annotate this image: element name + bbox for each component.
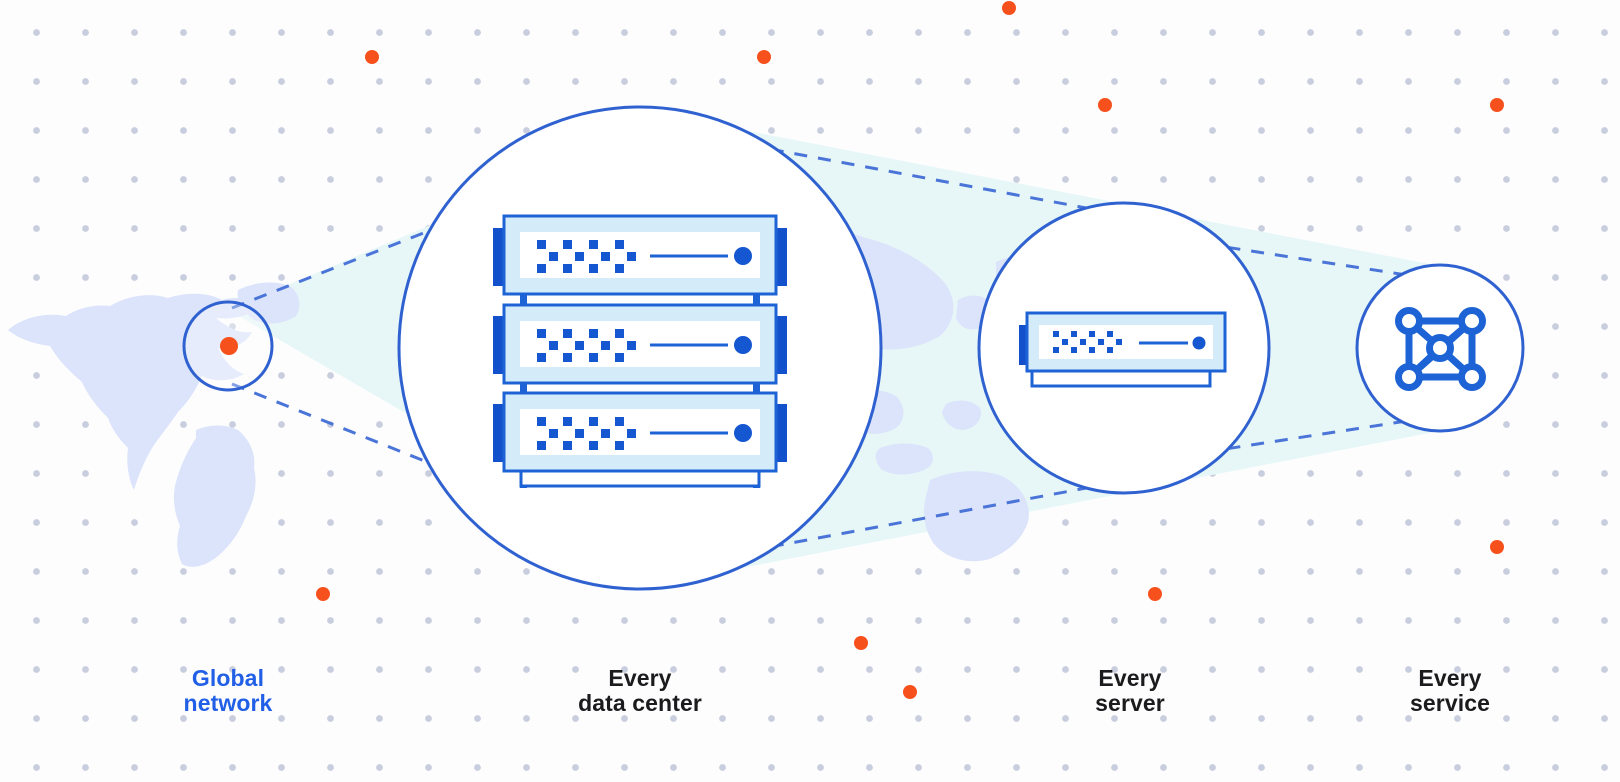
service-circle-outline [1355, 263, 1525, 433]
server-rack-icon [493, 214, 787, 488]
map-location-marker [220, 337, 238, 355]
single-server-icon [1019, 311, 1227, 388]
network-mesh-icon [1395, 307, 1486, 391]
accent-dots [316, 1, 1504, 699]
data-center-circle-outline [397, 105, 883, 591]
server-circle-outline [977, 201, 1271, 495]
